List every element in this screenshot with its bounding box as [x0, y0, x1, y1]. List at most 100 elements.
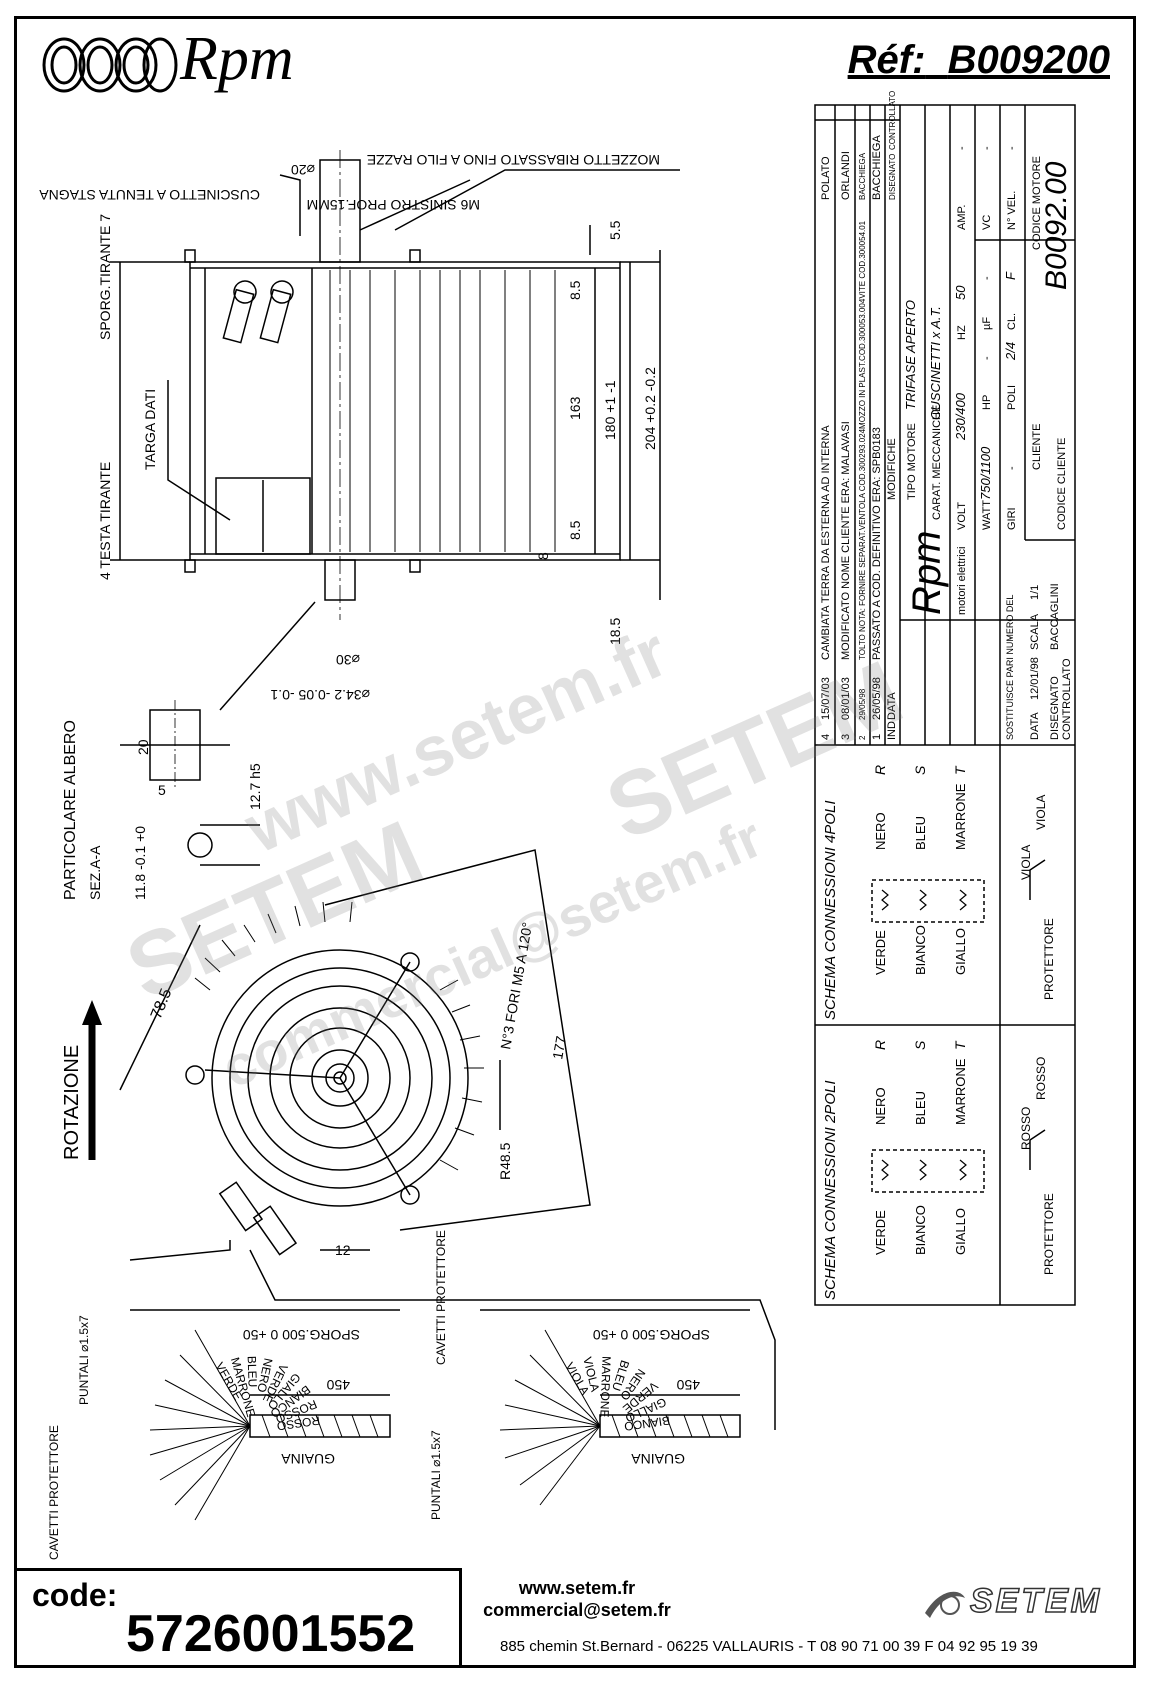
drawing-frame: [14, 16, 1136, 1668]
label-cuscinetto: CUSCINETTO A TENUTA STAGNA: [39, 187, 260, 203]
cod-cliente-label: CODICE CLIENTE: [1056, 438, 1068, 530]
tb-logo-sub: motori elettrici: [956, 547, 968, 615]
hp: -: [981, 356, 993, 360]
wire-left-label-8: ROSSO: [276, 1413, 321, 1433]
hz-label: HZ: [956, 325, 968, 340]
cl: F: [1003, 271, 1018, 280]
s2-right-1: NERO: [873, 1087, 888, 1125]
dim-8-5a: 8.5: [567, 280, 583, 300]
footer-address: 885 chemin St.Bernard - 06225 VALLAURIS …: [500, 1638, 1038, 1655]
s4-prot-w1: VIOLA: [1019, 845, 1033, 880]
label-puntali-right: PUNTALI ⌀1.5x7: [429, 1430, 443, 1520]
rev-head-n: IND: [886, 721, 898, 740]
setem-logo: SETEM: [920, 1581, 1103, 1623]
code-label: code:: [32, 1577, 118, 1613]
label-rotazione: ROTAZIONE: [61, 1045, 83, 1160]
disegnato-val: BACCAGLINI: [1049, 583, 1061, 650]
label-testa-tirante: 4 TESTA TIRANTE: [97, 462, 113, 580]
setem-logo-text: SETEM: [969, 1581, 1103, 1621]
s4-left-3: GIALLO: [953, 928, 968, 975]
wire-labels-left: VERDEMARRONEBLEUNEROVERDEGIALLOBIANCOROS…: [212, 1356, 320, 1434]
uf: -: [981, 276, 993, 280]
ref-value: B009200: [947, 38, 1110, 82]
cable-harness-left: [130, 1309, 400, 1521]
cl-label: CL.: [1006, 313, 1018, 330]
label-targa: TARGA DATI: [142, 389, 158, 470]
hp-label: HP: [981, 395, 993, 410]
rev2-text: TOLTO NOTA: FORNIRE SEPARAT.VENTOLA COD.…: [858, 220, 867, 660]
volt-label: VOLT: [956, 502, 968, 530]
dim-18-5: 18.5: [607, 618, 623, 645]
dim-r48-5: R48.5: [497, 1142, 513, 1180]
tipo-motore-label: TIPO MOTORE: [906, 423, 918, 500]
s2-phase-s: S: [912, 1040, 928, 1050]
amp: -: [956, 146, 968, 150]
s4-left-2: BIANCO: [913, 925, 928, 975]
code-value: 5726001552: [126, 1605, 416, 1663]
s2-prot-w1: ROSSO: [1019, 1107, 1033, 1150]
nvel-label: N° VEL.: [1006, 191, 1018, 230]
s2-right-3: MARRONE: [953, 1058, 968, 1125]
s4-prot: PROTETTORE: [1042, 918, 1056, 1000]
motor-body: [189, 261, 621, 561]
vc-label: VC: [981, 215, 993, 230]
cliente-label: CLIENTE: [1031, 424, 1043, 470]
dim-sporg-right: SPORG.500 0 +50: [593, 1327, 710, 1343]
label-sporg-tirante: SPORG.TIRANTE 7: [97, 214, 113, 340]
rev2-n: 2: [858, 735, 867, 740]
dim-180: 180 +1 -1: [602, 380, 618, 440]
cod-motore-label: CODICE MOTORE: [1031, 156, 1043, 250]
giri-label: GIRI: [1006, 507, 1018, 530]
carat: CUSCINETTI x A.T.: [928, 306, 943, 420]
sostituisce-val: -: [1004, 636, 1016, 640]
scala-label: SCALA: [1029, 613, 1041, 650]
s2-phase-t: T: [952, 1040, 968, 1050]
label-puntali-left: PUNTALI ⌀1.5x7: [77, 1315, 91, 1405]
wire-right-label-2: MARRONE: [597, 1356, 613, 1418]
poli-label: POLI: [1006, 385, 1018, 410]
vc: -: [981, 146, 993, 150]
s2-left-1: VERDE: [873, 1210, 888, 1255]
cable-harness-right: [480, 1309, 750, 1506]
footer-email[interactable]: commercial@setem.fr: [483, 1600, 671, 1620]
rev1-text: PASSATO A COD. DEFINITIVO ERA: SPB0183: [871, 427, 883, 660]
dim-450-left: 450: [326, 1377, 350, 1393]
label-guaina-right: GUAINA: [631, 1451, 685, 1467]
s4-right-1: NERO: [873, 812, 888, 850]
data-label: DATA: [1029, 712, 1041, 740]
s4-left-1: VERDE: [873, 930, 888, 975]
tipo-motore: TRIFASE APERTO: [903, 300, 918, 410]
dim-177: 177: [549, 1035, 569, 1061]
poli: 2/4: [1003, 342, 1018, 361]
dim-5-5: 5.5: [607, 220, 623, 240]
carat-label: CARAT. MECCANICHE: [931, 405, 943, 520]
rev2-date: 29/05/98: [858, 688, 867, 720]
amp-label: AMP.: [956, 205, 968, 230]
scala-val: 1/1: [1029, 585, 1041, 600]
label-cavetti-right: CAVETTI PROTETTORE: [434, 1230, 448, 1365]
rev4-text: CAMBIATA TERRA DA ESTERNA AD INTERNA: [820, 425, 832, 660]
rev3-by: ORLANDI: [840, 151, 852, 200]
s2-prot: PROTETTORE: [1042, 1193, 1056, 1275]
rev1-by: BACCHIEGA: [871, 135, 883, 200]
dim-12: 12: [335, 1242, 351, 1258]
rev4-by: POLATO: [820, 156, 832, 200]
rev3-n: 3: [840, 734, 852, 740]
label-particolare: PARTICOLARE ALBERO: [62, 720, 79, 900]
coil-logo-icon: [42, 37, 178, 93]
dim-5: 5: [158, 782, 166, 798]
controllato-label: CONTROLLATO: [1061, 658, 1073, 740]
rev3-text: MODIFICATO NOME CLIENTE ERA: MALAVASI: [840, 421, 852, 660]
wire-right-label-7: BIANCO: [623, 1413, 671, 1433]
footer-web[interactable]: www.setem.fr: [518, 1578, 636, 1598]
uf-label: µF: [981, 317, 993, 330]
schema2-title: SCHEMA CONNESSIONI 2POLI: [822, 1081, 839, 1301]
label-cavetti-left: CAVETTI PROTETTORE: [47, 1425, 61, 1560]
s4-right-3: MARRONE: [953, 783, 968, 850]
nvel: -: [1006, 146, 1018, 150]
label-dia20: ⌀20: [291, 162, 315, 178]
s2-left-3: GIALLO: [953, 1208, 968, 1255]
s2-phase-r: R: [872, 1040, 888, 1050]
dim-20: 20: [135, 739, 151, 755]
